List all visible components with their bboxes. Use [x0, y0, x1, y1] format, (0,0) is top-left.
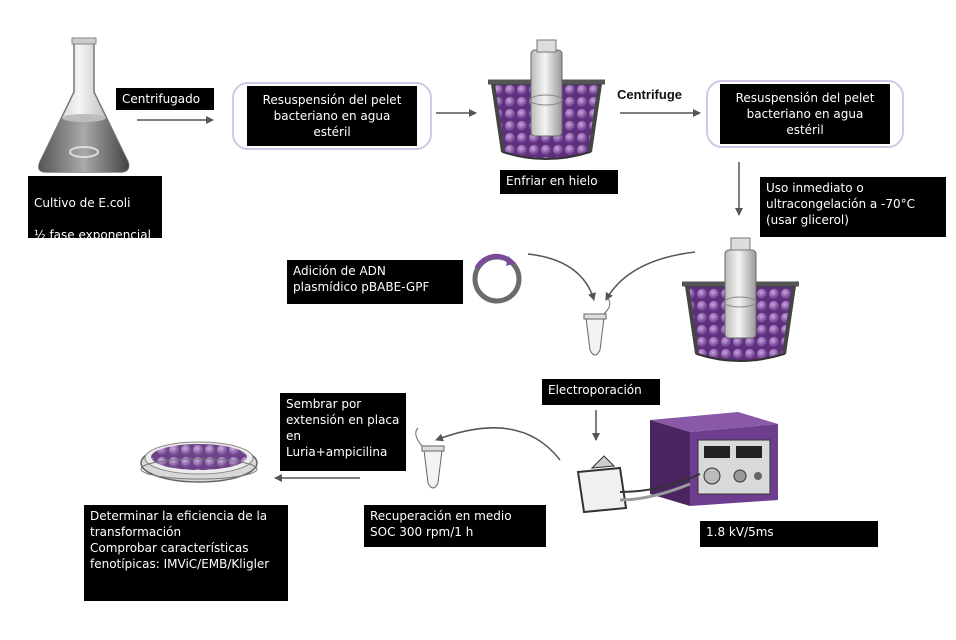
culture-line-2: ½ fase exponencial: [34, 228, 151, 242]
recuperacion-label: Recuperación en medio SOC 300 rpm/1 h: [364, 505, 546, 547]
resuspension-label-1: Resuspensión del pelet bacteriano en agu…: [247, 86, 417, 146]
cuvette-icon: [576, 455, 701, 514]
uso-inmediato-label: Uso inmediato o ultracongelación a -70°C…: [760, 177, 946, 237]
od-prefix: D.O: [34, 260, 57, 274]
resuspension-label-2: Resuspensión del pelet bacteriano en agu…: [720, 84, 890, 144]
centrifuge-label: Centrifuge: [617, 87, 682, 102]
ice-bucket-icon: [488, 39, 605, 160]
sembrar-label: Sembrar por extensión en placa en Luria+…: [280, 393, 406, 471]
arrow: [605, 251, 696, 301]
culture-label: Cultivo de E.coli ½ fase exponencial D.O…: [28, 176, 162, 276]
determinar-label: Determinar la eficiencia de la transform…: [84, 505, 288, 601]
culture-od: D.O600nm~0.6: [34, 259, 156, 280]
ice-bucket-icon: [682, 237, 799, 362]
arrow: [435, 427, 561, 461]
centrifugado-label: Centrifugado: [116, 88, 214, 110]
electroporator-icon: [650, 412, 778, 506]
enfriar-label: Enfriar en hielo: [500, 170, 618, 194]
resuspension-capsule-2: [706, 80, 904, 148]
erlenmeyer-flask-icon: [38, 37, 130, 173]
od-value: ~0.6: [84, 260, 114, 274]
adicion-label: Adición de ADN plasmídico pBABE-GPF: [287, 260, 463, 304]
arrow: [527, 253, 596, 301]
resuspension-capsule-1: [232, 82, 432, 150]
petri-dish-icon: [140, 441, 258, 483]
od-subscript: 600nm: [56, 267, 85, 277]
microtube-icon: [415, 427, 445, 489]
electroporacion-label: Electroporación: [542, 379, 660, 405]
voltage-label: 1.8 kV/5ms: [700, 521, 878, 547]
culture-line-1: Cultivo de E.coli: [34, 196, 131, 210]
plasmid-icon: [472, 253, 522, 304]
microtube-icon: [583, 297, 611, 356]
